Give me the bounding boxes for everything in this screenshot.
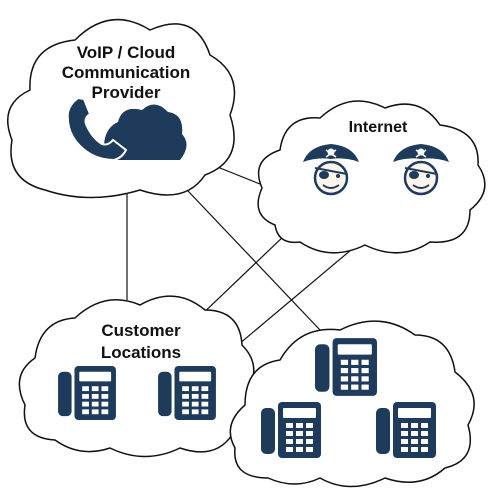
provider-title-line-1: VoIP / Cloud <box>77 43 176 62</box>
phone-cloud-icon <box>66 96 187 162</box>
internet-title: Internet <box>349 119 408 136</box>
desk-phone-icon <box>261 402 321 458</box>
customer-title-line-1: Customer <box>101 321 181 340</box>
provider-title-line-2: Communication <box>62 63 190 82</box>
link-provider-remote <box>169 171 321 331</box>
customer-cloud: Customer Locations <box>18 295 255 458</box>
desk-phone-icon <box>158 366 216 420</box>
remote-cloud <box>229 320 475 488</box>
desk-phone-icon <box>376 402 436 458</box>
internet-cloud: Internet <box>257 100 486 254</box>
provider-title-line-3: Provider <box>92 83 161 102</box>
desk-phone-icon <box>315 338 377 396</box>
provider-cloud: VoIP / Cloud Communication Provider <box>7 18 236 199</box>
customer-title-line-2: Locations <box>101 343 181 362</box>
desk-phone-icon <box>58 366 116 420</box>
